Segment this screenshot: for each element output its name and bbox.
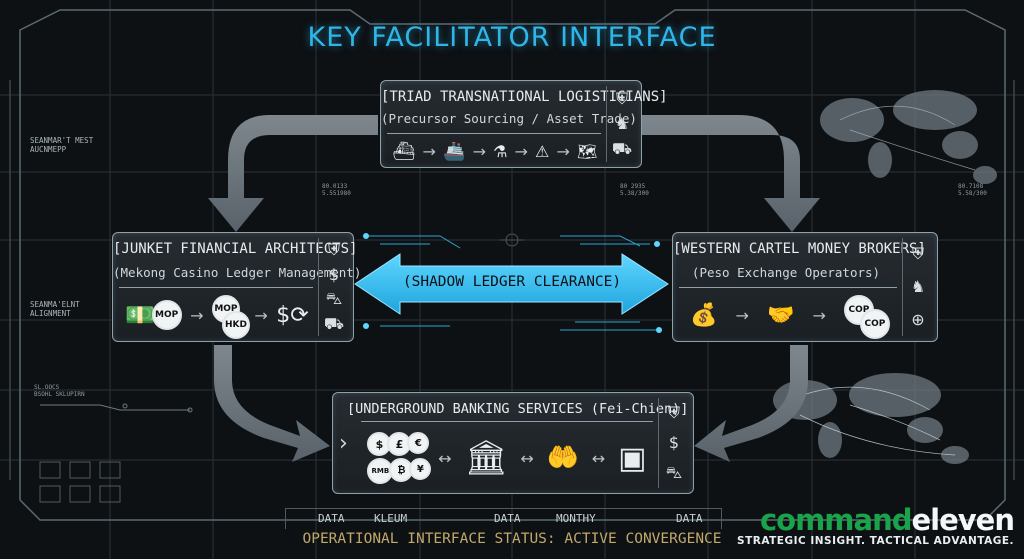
- currency-coin: HKD: [221, 311, 250, 339]
- crosshair: [500, 233, 524, 247]
- node-title: [JUNKET FINANCIAL ARCHITECTS]: [113, 241, 358, 257]
- footer-bar: [285, 508, 722, 529]
- currency-coin: MOP: [151, 300, 182, 330]
- node-icon-column: ⛨ ♞ ⊕: [902, 238, 933, 336]
- chess-piece-icon: ♞: [910, 276, 926, 296]
- coins-icon: COP COP: [843, 295, 890, 339]
- car-icon: ⛍: [665, 463, 683, 482]
- brand-name-part2: eleven: [911, 503, 1015, 537]
- side-label-middle: SEANMA'ELNT ALIGNMENT: [30, 300, 80, 318]
- node-flow: 💰 → 🤝 → COP COP: [681, 293, 897, 339]
- shield-icon: ⛨: [911, 244, 924, 264]
- side-label-top: SEANMAR'T MEST AUCNMEPP: [30, 136, 94, 154]
- hud-icon-boxes: [39, 461, 121, 503]
- bank-icon: 🏛: [464, 438, 508, 478]
- brand-tagline: STRATEGIC INSIGHT. TACTICAL ADVANTAGE.: [737, 535, 1014, 547]
- flow-arrows: [208, 115, 820, 462]
- node-icon-column: ⛨ ♞ ⛟: [606, 86, 637, 162]
- node-subtitle: (Precursor Sourcing / Asset Trade): [381, 111, 637, 126]
- euro-coin-icon: €: [407, 432, 430, 454]
- node-subtitle: (Peso Exchange Operators): [691, 265, 881, 280]
- footer-label: DATA: [676, 512, 703, 525]
- brand-name-part1: command: [759, 503, 913, 537]
- handshake-icon: 🤝: [766, 302, 795, 328]
- shield-icon: ⛨: [615, 88, 628, 108]
- node-title: [WESTERN CARTEL MONEY BROKERS]: [673, 241, 926, 257]
- world-map-icon: 🗺: [577, 141, 598, 161]
- node-title: [TRIAD TRANSNATIONAL LOGISTICIANS]: [381, 89, 668, 105]
- currency-coin: COP: [859, 309, 890, 339]
- clearance-label: (SHADOW LEDGER CLEARANCE): [402, 274, 622, 290]
- coord-readout-left: 80.0133 5.551980: [322, 183, 351, 197]
- currency-coins-icon: $ £ € RMB ₿ ¥: [367, 430, 432, 486]
- hand-money-icon: 🤲: [546, 443, 580, 473]
- dollar-coins-icon: $⟳: [276, 302, 309, 328]
- ship-icon: ⛴: [392, 140, 416, 162]
- node-flow: $ £ € RMB ₿ ¥ ↔ 🏛 ↔ 🤲 ↔ ▣: [361, 427, 653, 489]
- coord-readout-far-right: 80.7108 5.58/300: [958, 183, 987, 197]
- shield-icon: ⛨: [667, 403, 680, 422]
- side-label-bottom: SL.OOCS BSOHL SKLUPIRN: [34, 384, 85, 398]
- node-junket-architects[interactable]: [JUNKET FINANCIAL ARCHITECTS] (Mekong Ca…: [112, 232, 362, 342]
- node-flow: 💵 MOP → MOP HKD → $⟳: [121, 293, 313, 339]
- node-cartel-brokers[interactable]: [WESTERN CARTEL MONEY BROKERS] (Peso Exc…: [672, 232, 938, 342]
- yen-coin-icon: ¥: [409, 458, 432, 480]
- node-subtitle: (Mekong Casino Ledger Management): [113, 265, 362, 280]
- chevron-right-icon: ›: [339, 431, 348, 456]
- car-icon: ⛍: [325, 289, 343, 309]
- coord-readout-right: 80 2935 5.38/300: [620, 183, 649, 197]
- lab-container-icon: ⚠: [535, 141, 550, 161]
- footer-label: DATA: [494, 512, 521, 525]
- brand-logo: commandeleven STRATEGIC INSIGHT. TACTICA…: [737, 503, 1015, 547]
- footer-label: DATA: [318, 512, 345, 525]
- circuit-lines: [368, 235, 660, 331]
- node-triad-logisticians[interactable]: [TRIAD TRANSNATIONAL LOGISTICIANS] (Prec…: [380, 80, 668, 168]
- currency-exchange-icon: MOP HKD: [211, 295, 250, 339]
- dollar-icon: $: [328, 264, 340, 284]
- footer-label: MONTHY: [556, 512, 596, 525]
- node-flow: ⛴ → 🚢 → ⚗ → ⚠ → 🗺: [392, 140, 598, 162]
- vault-icon: ▣: [618, 440, 647, 476]
- status-text: OPERATIONAL INTERFACE STATUS: ACTIVE CON…: [302, 531, 722, 547]
- chess-piece-icon: ♞: [614, 113, 630, 133]
- dollar-icon: $: [668, 433, 680, 452]
- footer-label: KLEUM: [374, 512, 408, 525]
- page-title: KEY FACILITATOR INTERFACE: [307, 22, 717, 53]
- clearance-arrow: [354, 253, 669, 315]
- hud-frame: [9, 9, 1015, 521]
- truck-icon: ⛟: [611, 139, 633, 159]
- truck-icon: ⛟: [323, 313, 345, 333]
- shield-icon: ⛨: [327, 240, 340, 260]
- node-icon-column: ⛨ $ ⛍ ⛟: [318, 238, 349, 336]
- chemical-bottles-icon: ⚗: [493, 141, 508, 161]
- money-bags-icon: 💰: [690, 302, 718, 328]
- globe-icon: ⊕: [911, 309, 925, 329]
- node-icon-column: ⛨ $ ⛍: [658, 398, 689, 488]
- world-map-top-right: [820, 90, 997, 184]
- cargo-ship-icon: 🚢: [443, 140, 466, 162]
- node-underground-banking[interactable]: [UNDERGROUND BANKING SERVICES (Fei-Chien…: [332, 392, 694, 494]
- node-title: [UNDERGROUND BANKING SERVICES (Fei-Chien…: [347, 401, 689, 417]
- cash-stack-icon: 💵: [125, 301, 156, 329]
